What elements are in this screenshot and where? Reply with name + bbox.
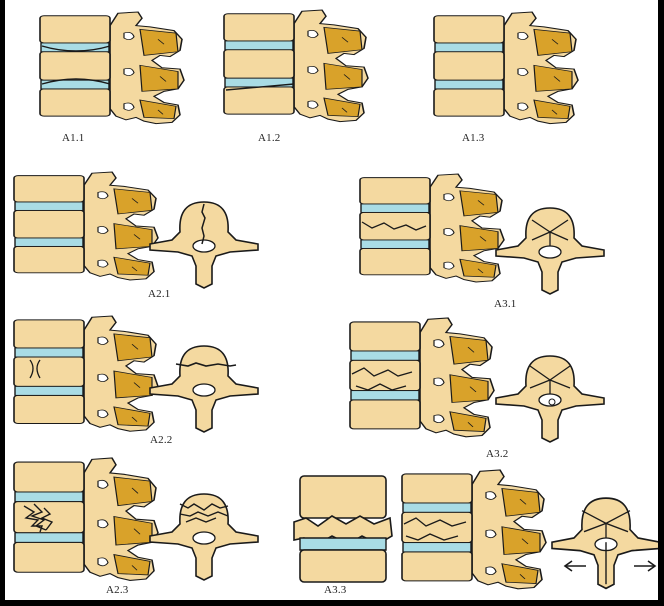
bottom-border: [0, 600, 664, 606]
figure-a3-1-axial: [496, 208, 604, 294]
figure-a3-3-lateral: [402, 470, 546, 589]
figure-a3-3-axial: [552, 498, 660, 588]
label-a3-2: A3.2: [486, 448, 509, 460]
figure-a2-3-axial: [150, 494, 258, 580]
figure-a3-2-lateral: [350, 318, 494, 437]
figure-a3-3-frontal: [294, 476, 392, 582]
figure-a3-1-lateral: [360, 174, 504, 282]
figure-a2-2-lateral: [14, 316, 158, 431]
figure-a2-1-axial: [150, 202, 258, 288]
figure-a2-1-lateral: [14, 172, 158, 280]
label-a3-1: A3.1: [494, 298, 517, 310]
left-arrow-icon: [565, 561, 586, 571]
label-a2-1: A2.1: [148, 288, 171, 300]
figure-a1-3: [434, 12, 578, 124]
figure-a1-1: [40, 12, 184, 124]
label-a1-2: A1.2: [258, 132, 281, 144]
figure-a3-2-axial: [496, 356, 604, 442]
label-a1-1: A1.1: [62, 132, 85, 144]
right-arrow-icon: [634, 561, 655, 571]
label-a3-3: A3.3: [324, 584, 347, 596]
figure-a1-2: [224, 10, 368, 122]
label-a2-3: A2.3: [106, 584, 129, 596]
figure-a2-2-axial: [150, 346, 258, 432]
label-a2-2: A2.2: [150, 434, 173, 446]
label-a1-3: A1.3: [462, 132, 485, 144]
